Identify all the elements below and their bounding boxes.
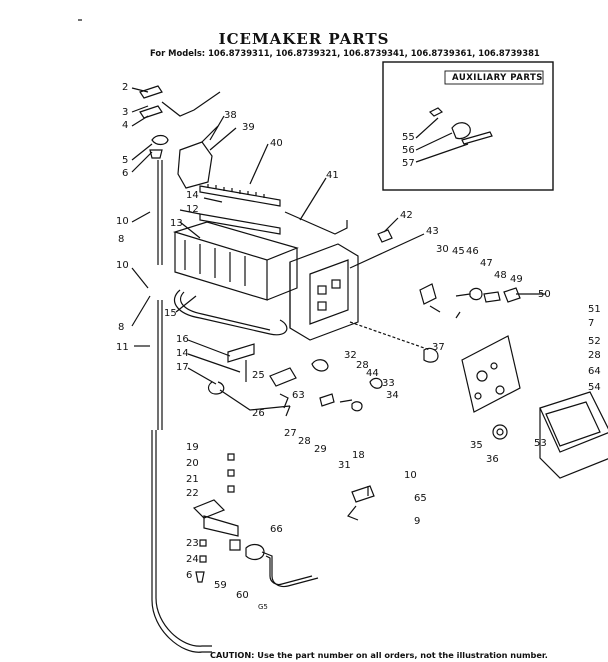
callout-45: 45 [452, 246, 465, 257]
callout-12: 12 [186, 204, 199, 215]
callout-6: 6 [122, 168, 128, 179]
callout-53: 53 [534, 438, 547, 449]
callout-47: 47 [480, 258, 493, 269]
callout-15: 15 [164, 308, 177, 319]
callout-27: 27 [284, 428, 297, 439]
callout-66: 66 [270, 524, 283, 535]
callout-9: 9 [414, 516, 420, 527]
callout-31: 31 [338, 460, 351, 471]
callout-21: 21 [186, 474, 199, 485]
callout-34: 34 [386, 390, 399, 401]
callout-18: 18 [352, 450, 365, 461]
callout-13: 13 [170, 218, 183, 229]
callout-46: 46 [466, 246, 479, 257]
callout-24: 24 [186, 554, 199, 565]
callout-3: 3 [122, 107, 128, 118]
callout-20: 20 [186, 458, 199, 469]
callout-23: 23 [186, 538, 199, 549]
callout-35: 35 [470, 440, 483, 451]
callout-63: 63 [292, 390, 305, 401]
callout-5: 5 [122, 155, 128, 166]
callout-50: 50 [538, 289, 551, 300]
callout-36: 36 [486, 454, 499, 465]
callout-41: 41 [326, 170, 339, 181]
callout-10: 10 [116, 216, 129, 227]
callout-11: 11 [116, 342, 129, 353]
callout-29: 29 [314, 444, 327, 455]
callout-25: 25 [252, 370, 265, 381]
callout-38: 38 [224, 110, 237, 121]
callout-48: 48 [494, 270, 507, 281]
callout-8: 8 [118, 322, 124, 333]
auxiliary-label-frame [444, 70, 544, 85]
callout-30: 30 [436, 244, 449, 255]
callout-14: 14 [186, 190, 199, 201]
callout-32: 32 [344, 350, 357, 361]
callout-19: 19 [186, 442, 199, 453]
auxiliary-parts-label: AUXILIARY PARTS [452, 73, 543, 83]
callout-28: 28 [298, 436, 311, 447]
drawing-code: G5 [258, 603, 268, 611]
callout-16: 16 [176, 334, 189, 345]
diagram-title: ICEMAKER PARTS [218, 30, 390, 48]
models-line: For Models: 106.8739311, 106.8739321, 10… [150, 48, 540, 58]
callout-43: 43 [426, 226, 439, 237]
callout-10: 10 [404, 470, 417, 481]
callout-60: 60 [236, 590, 249, 601]
callout-51: 51 [588, 304, 601, 315]
callout-56: 56 [402, 145, 415, 156]
callout-10: 10 [116, 260, 129, 271]
callout-64: 64 [588, 366, 601, 377]
callout-52: 52 [588, 336, 601, 347]
caution-note: CAUTION: Use the part number on all orde… [210, 650, 548, 660]
callout-7: 7 [588, 318, 594, 329]
callout-39: 39 [242, 122, 255, 133]
callout-44: 44 [366, 368, 379, 379]
callout-17: 17 [176, 362, 189, 373]
callout-59: 59 [214, 580, 227, 591]
callout-28: 28 [588, 350, 601, 361]
callout-40: 40 [270, 138, 283, 149]
callout-57: 57 [402, 158, 415, 169]
callout-42: 42 [400, 210, 413, 221]
callout-4: 4 [122, 120, 128, 131]
callout-37: 37 [432, 342, 445, 353]
callout-26: 26 [252, 408, 265, 419]
callout-8: 8 [118, 234, 124, 245]
callout-labels: 2345610810811383940414214121315161417256… [116, 82, 601, 601]
callout-28: 28 [356, 360, 369, 371]
callout-49: 49 [510, 274, 523, 285]
callout-65: 65 [414, 493, 427, 504]
callout-14: 14 [176, 348, 189, 359]
drawing-lines [78, 19, 608, 653]
callout-22: 22 [186, 488, 199, 499]
callout-6: 6 [186, 570, 192, 581]
callout-33: 33 [382, 378, 395, 389]
callout-55: 55 [402, 132, 415, 143]
callout-2: 2 [122, 82, 128, 93]
auxiliary-parts-box [382, 61, 554, 191]
callout-54: 54 [588, 382, 601, 393]
